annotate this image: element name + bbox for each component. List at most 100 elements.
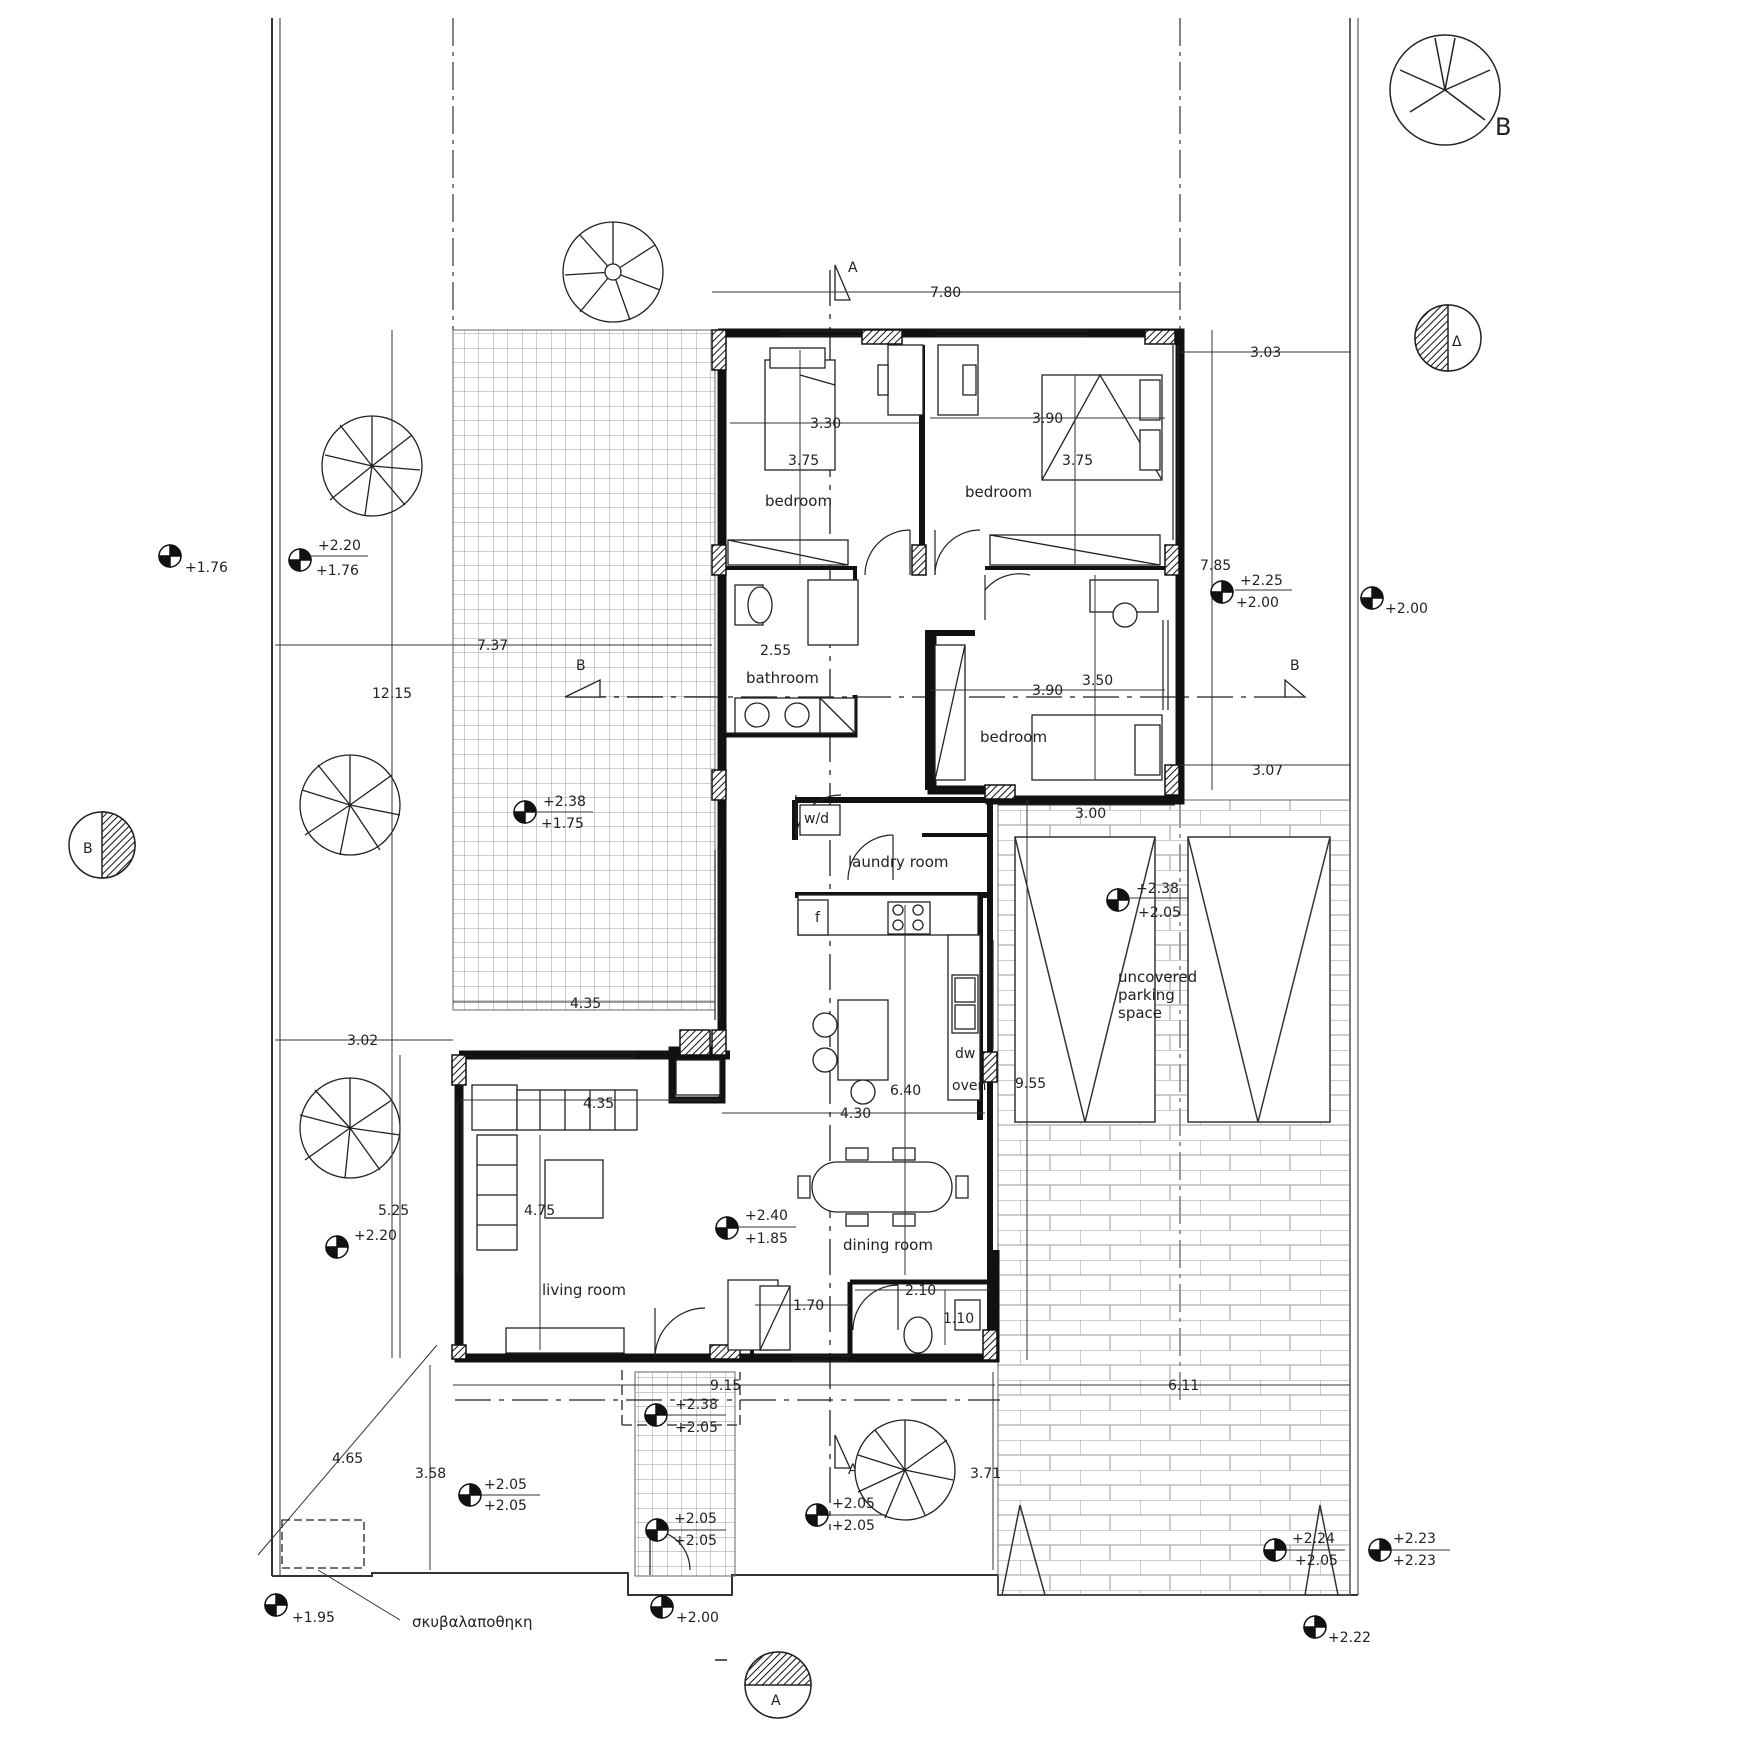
dim-390b: 3.90 bbox=[1032, 683, 1063, 699]
level-l8a: +2.40 bbox=[745, 1208, 788, 1224]
level-l10b: +2.05 bbox=[484, 1498, 527, 1514]
level-l14b: +2.23 bbox=[1393, 1553, 1436, 1569]
room-label-bedroom-2: bedroom bbox=[965, 483, 1032, 501]
level-l4: +2.00 bbox=[1385, 601, 1428, 617]
tree-5 bbox=[854, 1419, 956, 1521]
level-l3b: +2.00 bbox=[1236, 595, 1279, 611]
columns bbox=[451, 329, 1180, 1361]
section-label-a-top: A bbox=[848, 260, 858, 276]
parking-label-line2: parking bbox=[1118, 986, 1175, 1004]
level-l5a: +2.38 bbox=[543, 794, 586, 810]
level-l10a: +2.05 bbox=[484, 1477, 527, 1493]
dim-375b: 3.75 bbox=[1062, 453, 1093, 469]
section-label-b-right: B bbox=[1290, 658, 1300, 674]
tree-4 bbox=[299, 1077, 401, 1179]
furniture bbox=[281, 344, 1163, 1569]
level-l9b: +2.05 bbox=[675, 1420, 718, 1436]
tree-3 bbox=[299, 754, 401, 856]
section-marker-d-label: Δ bbox=[1452, 334, 1462, 350]
dim-475: 4.75 bbox=[524, 1203, 555, 1219]
section-label-b-left: B bbox=[576, 658, 586, 674]
dim-611: 6.11 bbox=[1168, 1378, 1199, 1394]
dim-255: 2.55 bbox=[760, 643, 791, 659]
section-arrows bbox=[564, 264, 1307, 1469]
section-label-a-bottom: A bbox=[848, 1462, 858, 1478]
trees bbox=[299, 221, 956, 1521]
dim-955: 9.55 bbox=[1015, 1076, 1046, 1092]
level-l13a: +2.24 bbox=[1292, 1531, 1335, 1547]
dim-330: 3.30 bbox=[810, 416, 841, 432]
parking-bays bbox=[1001, 836, 1339, 1596]
dim-307: 3.07 bbox=[1252, 763, 1283, 779]
parking-label-line3: space bbox=[1118, 1004, 1162, 1022]
level-l13b: +2.05 bbox=[1295, 1553, 1338, 1569]
dim-390a: 3.90 bbox=[1032, 411, 1063, 427]
level-l11b: +2.05 bbox=[674, 1533, 717, 1549]
storage-label: σκυβαλαποθηκη bbox=[412, 1613, 533, 1631]
label-washer-dryer: w/d bbox=[804, 811, 829, 827]
dim-110: 1.10 bbox=[943, 1311, 974, 1327]
level-symbols bbox=[158, 544, 1392, 1639]
level-l15: +1.95 bbox=[292, 1610, 335, 1626]
tiled-terrace bbox=[452, 329, 716, 1011]
dim-210: 2.10 bbox=[905, 1283, 936, 1299]
level-l17: +2.22 bbox=[1328, 1630, 1371, 1646]
dim-915: 9.15 bbox=[710, 1378, 741, 1394]
windows bbox=[456, 330, 1179, 1362]
tree-1 bbox=[562, 221, 664, 323]
dimension-lines bbox=[257, 291, 1350, 1570]
label-oven: oven bbox=[952, 1078, 986, 1094]
level-l12a: +2.05 bbox=[832, 1496, 875, 1512]
dim-785: 7.85 bbox=[1200, 558, 1231, 574]
level-l5b: +1.75 bbox=[541, 816, 584, 832]
room-label-bedroom-3: bedroom bbox=[980, 728, 1047, 746]
parking-label-line1: uncovered bbox=[1118, 968, 1197, 986]
level-l2b: +1.76 bbox=[316, 563, 359, 579]
dim-780: 7.80 bbox=[930, 285, 961, 301]
dim-435a: 4.35 bbox=[570, 996, 601, 1012]
room-label-dining: dining room bbox=[843, 1236, 933, 1254]
section-marker-a-label: A bbox=[771, 1693, 781, 1709]
level-l2a: +2.20 bbox=[318, 538, 361, 554]
dim-302: 3.02 bbox=[347, 1033, 378, 1049]
level-l9a: +2.38 bbox=[675, 1397, 718, 1413]
label-dishwasher: dw bbox=[955, 1046, 975, 1062]
label-fridge: f bbox=[815, 910, 821, 926]
dim-350: 3.50 bbox=[1082, 673, 1113, 689]
dim-640: 6.40 bbox=[890, 1083, 921, 1099]
dim-170: 1.70 bbox=[793, 1298, 824, 1314]
section-marker-b-label: B bbox=[83, 841, 93, 857]
dim-303: 3.03 bbox=[1250, 345, 1281, 361]
level-l1: +1.76 bbox=[185, 560, 228, 576]
room-label-bedroom-1: bedroom bbox=[765, 492, 832, 510]
dim-525: 5.25 bbox=[378, 1203, 409, 1219]
north-arrow bbox=[1389, 34, 1501, 146]
level-l11a: +2.05 bbox=[674, 1511, 717, 1527]
dim-737: 7.37 bbox=[477, 638, 508, 654]
dim-465: 4.65 bbox=[332, 1451, 363, 1467]
tree-2 bbox=[321, 415, 423, 517]
level-l6a: +2.38 bbox=[1136, 881, 1179, 897]
section-marker-a bbox=[715, 1651, 812, 1719]
dim-358: 3.58 bbox=[415, 1466, 446, 1482]
room-label-bathroom: bathroom bbox=[746, 669, 819, 687]
dim-430: 4.30 bbox=[840, 1106, 871, 1122]
north-label: B bbox=[1495, 113, 1511, 141]
level-l16: +2.00 bbox=[676, 1610, 719, 1626]
level-l6b: +2.05 bbox=[1138, 905, 1181, 921]
dim-435b: 4.35 bbox=[583, 1096, 614, 1112]
section-marker-b bbox=[68, 811, 136, 879]
dim-1215: 12.15 bbox=[372, 686, 412, 702]
level-l7: +2.20 bbox=[354, 1228, 397, 1244]
level-l12b: +2.05 bbox=[832, 1518, 875, 1534]
level-l14a: +2.23 bbox=[1393, 1531, 1436, 1547]
level-l8b: +1.85 bbox=[745, 1231, 788, 1247]
room-label-laundry: laundry room bbox=[848, 853, 949, 871]
level-l3a: +2.25 bbox=[1240, 573, 1283, 589]
room-label-living: living room bbox=[542, 1281, 626, 1299]
dim-375a: 3.75 bbox=[788, 453, 819, 469]
dim-300: 3.00 bbox=[1075, 806, 1106, 822]
level-rules bbox=[310, 555, 1450, 1551]
section-marker-d bbox=[1414, 304, 1482, 372]
